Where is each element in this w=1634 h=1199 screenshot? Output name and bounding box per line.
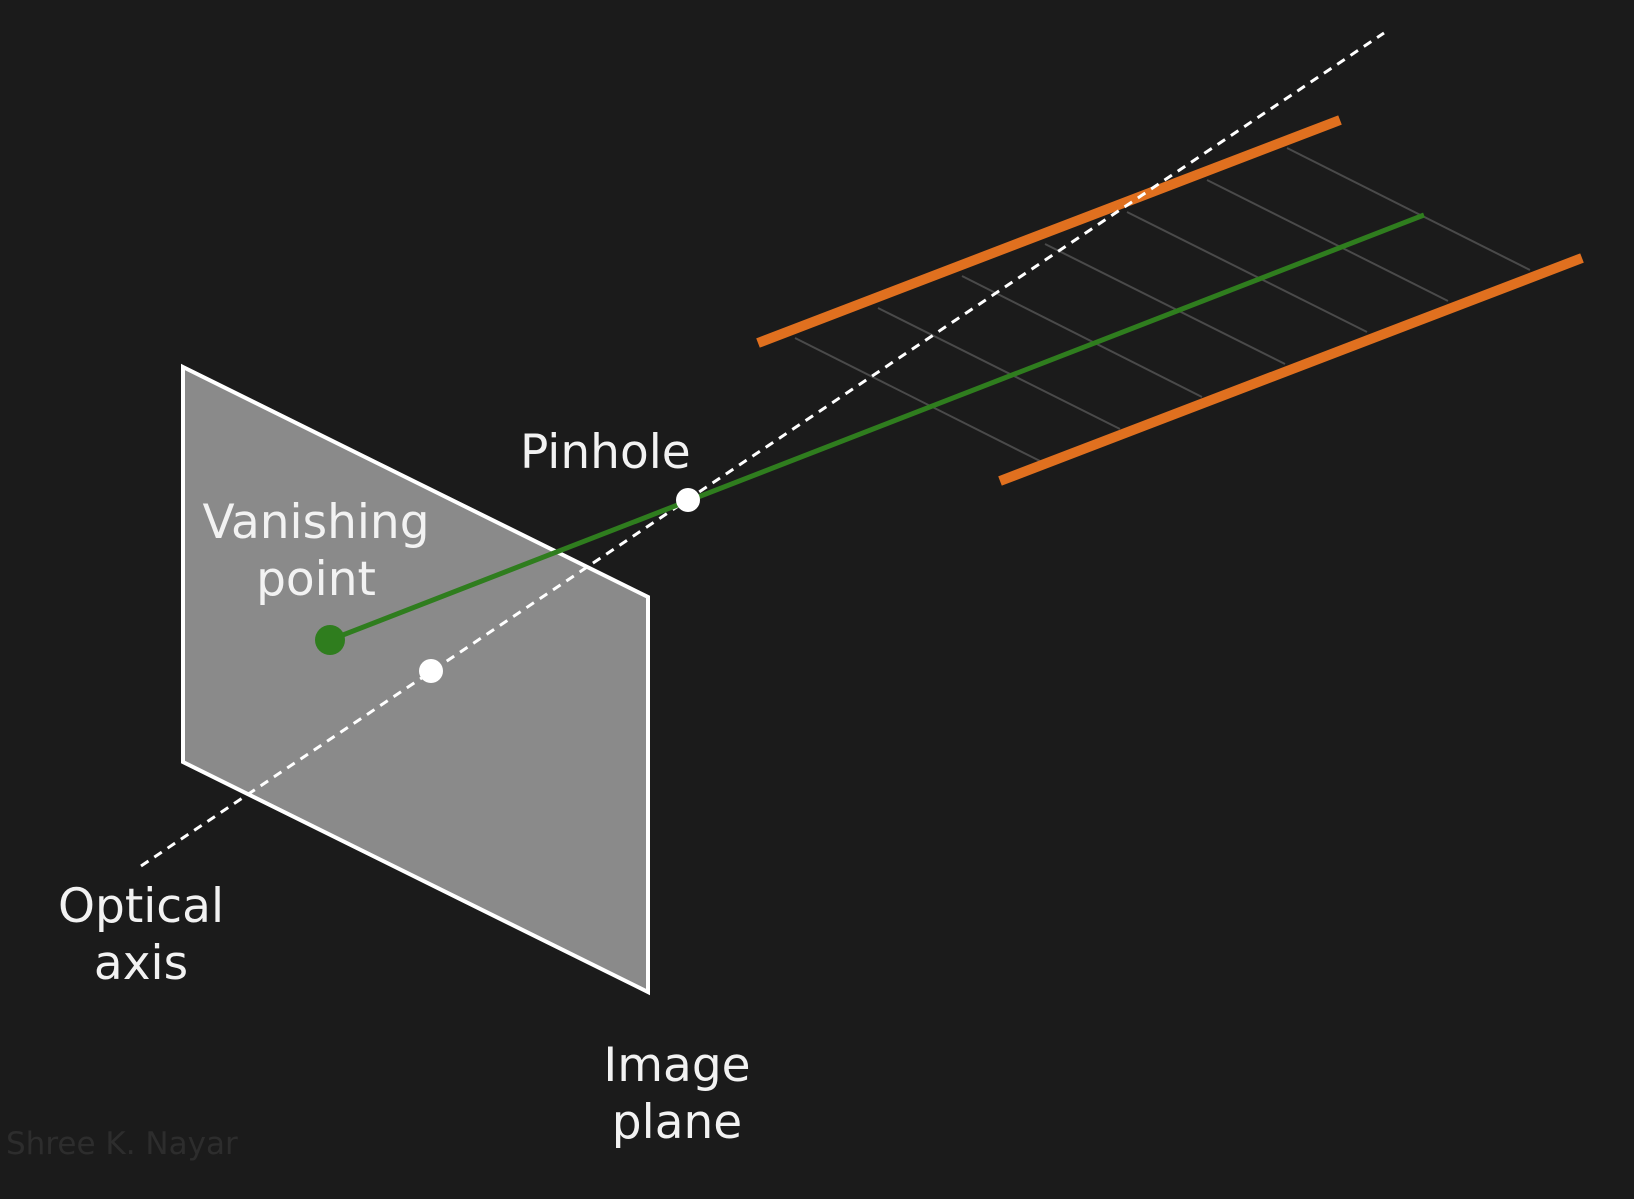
image-plane-label: Image plane bbox=[590, 1037, 764, 1151]
vanishing-ray bbox=[329, 212, 1425, 643]
parallel-line-upper bbox=[756, 115, 1342, 348]
image-plane-label-line1: Image bbox=[603, 1038, 751, 1093]
vanishing-point-label-line2: point bbox=[256, 552, 376, 607]
optical-axis-label-line2: axis bbox=[93, 936, 189, 991]
pinhole-label-text: Pinhole bbox=[520, 425, 691, 480]
image-plane bbox=[181, 363, 650, 996]
vanishing-point-label: Vanishing point bbox=[196, 494, 436, 608]
principal-point-dot bbox=[419, 659, 443, 683]
optical-axis-label-line1: Optical bbox=[57, 879, 224, 934]
ground-grid bbox=[794, 147, 1531, 462]
grid-rung bbox=[1286, 147, 1531, 271]
pinhole-dot bbox=[676, 488, 700, 512]
grid-rung bbox=[877, 307, 1121, 430]
image-plane-label-line2: plane bbox=[611, 1095, 743, 1150]
grid-rung bbox=[1206, 179, 1449, 302]
author-watermark: Shree K. Nayar bbox=[6, 1126, 238, 1162]
pinhole-label: Pinhole bbox=[520, 424, 691, 481]
vanishing-point-dot bbox=[315, 625, 345, 655]
grid-rung bbox=[794, 337, 1041, 462]
vanishing-point-label-line1: Vanishing bbox=[202, 495, 430, 550]
grid-rung bbox=[1126, 211, 1368, 333]
parallel-lines bbox=[756, 115, 1584, 486]
grid-rung bbox=[961, 275, 1203, 398]
parallel-line-lower bbox=[998, 253, 1584, 486]
grid-rung bbox=[1044, 243, 1286, 365]
optical-axis-label: Optical axis bbox=[50, 878, 232, 992]
